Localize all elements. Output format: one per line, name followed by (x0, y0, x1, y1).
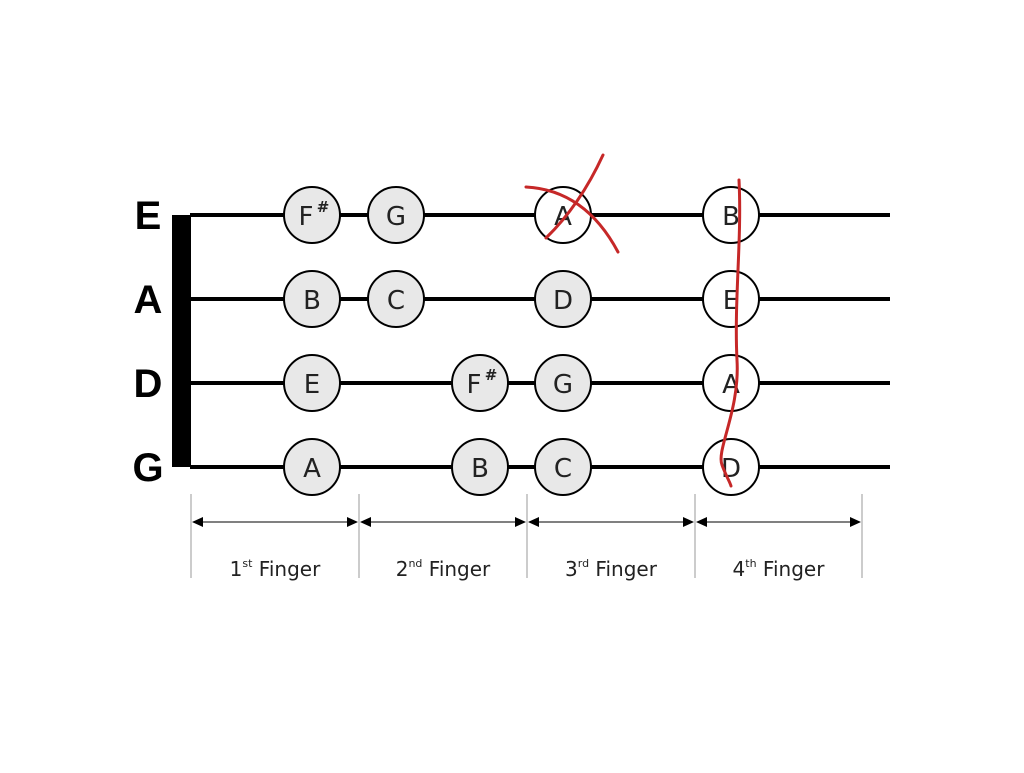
note-label: G (386, 202, 406, 232)
arrow-right-icon (347, 517, 358, 527)
arrow-right-icon (850, 517, 861, 527)
note-circle (451, 354, 509, 412)
note-label: G (553, 370, 573, 400)
arrow-right-icon (683, 517, 694, 527)
string-label-d: D (134, 362, 163, 406)
note-a-e: E (702, 270, 760, 328)
note-circle (702, 438, 760, 496)
note-a-d: D (534, 270, 592, 328)
note-label: E (304, 370, 320, 400)
note-label: B (722, 202, 740, 232)
note-circle (534, 270, 592, 328)
vertical-mark-stroke (719, 178, 742, 488)
finger-label-4: 4th Finger (733, 557, 826, 581)
string-label-e: E (135, 194, 162, 238)
note-g-c: C (534, 438, 592, 496)
cross-mark-stroke-1 (524, 185, 620, 254)
finger-label-1: 1st Finger (230, 557, 321, 581)
note-circle (702, 186, 760, 244)
string-label-a: A (134, 278, 163, 322)
arrow-left-icon (360, 517, 371, 527)
note-circle (534, 438, 592, 496)
finger-label-3: 3rd Finger (565, 557, 658, 581)
note-label: C (387, 286, 405, 316)
note-d-g: G (534, 354, 592, 412)
finger-label-2: 2nd Finger (396, 557, 491, 581)
note-label: B (303, 286, 321, 316)
note-d-f-sharp: F# (451, 354, 509, 412)
note-circle (283, 270, 341, 328)
note-accidental: # (485, 366, 498, 384)
note-g-b: B (451, 438, 509, 496)
string-label-g: G (132, 446, 163, 490)
note-e-g: G (367, 186, 425, 244)
note-circle (283, 438, 341, 496)
note-label: C (554, 454, 572, 484)
finger-positions: 1st Finger 2nd Finger 3rd Finger 4th Finger (190, 494, 863, 581)
note-label: B (471, 454, 489, 484)
note-circle (534, 354, 592, 412)
note-circle (702, 270, 760, 328)
note-label: F (467, 370, 482, 400)
note-circle (451, 438, 509, 496)
arrow-right-icon (515, 517, 526, 527)
note-e-f-sharp: F# (283, 186, 341, 244)
note-label: D (553, 286, 573, 316)
note-d-e: E (283, 354, 341, 412)
annotation-layer (524, 153, 742, 488)
note-accidental: # (317, 198, 330, 216)
note-a-c: C (367, 270, 425, 328)
note-d-a: A (702, 354, 760, 412)
arrow-left-icon (192, 517, 203, 527)
nut-bar (172, 215, 191, 467)
note-e-b: B (702, 186, 760, 244)
note-a-b: B (283, 270, 341, 328)
note-label: F (299, 202, 314, 232)
note-circle (283, 186, 341, 244)
note-circle (367, 186, 425, 244)
arrow-left-icon (528, 517, 539, 527)
note-label: A (303, 454, 321, 484)
arrow-left-icon (696, 517, 707, 527)
note-g-a: A (283, 438, 341, 496)
note-circle (283, 354, 341, 412)
note-circle (367, 270, 425, 328)
note-label: E (723, 286, 739, 316)
cross-mark-stroke-2 (544, 153, 605, 240)
